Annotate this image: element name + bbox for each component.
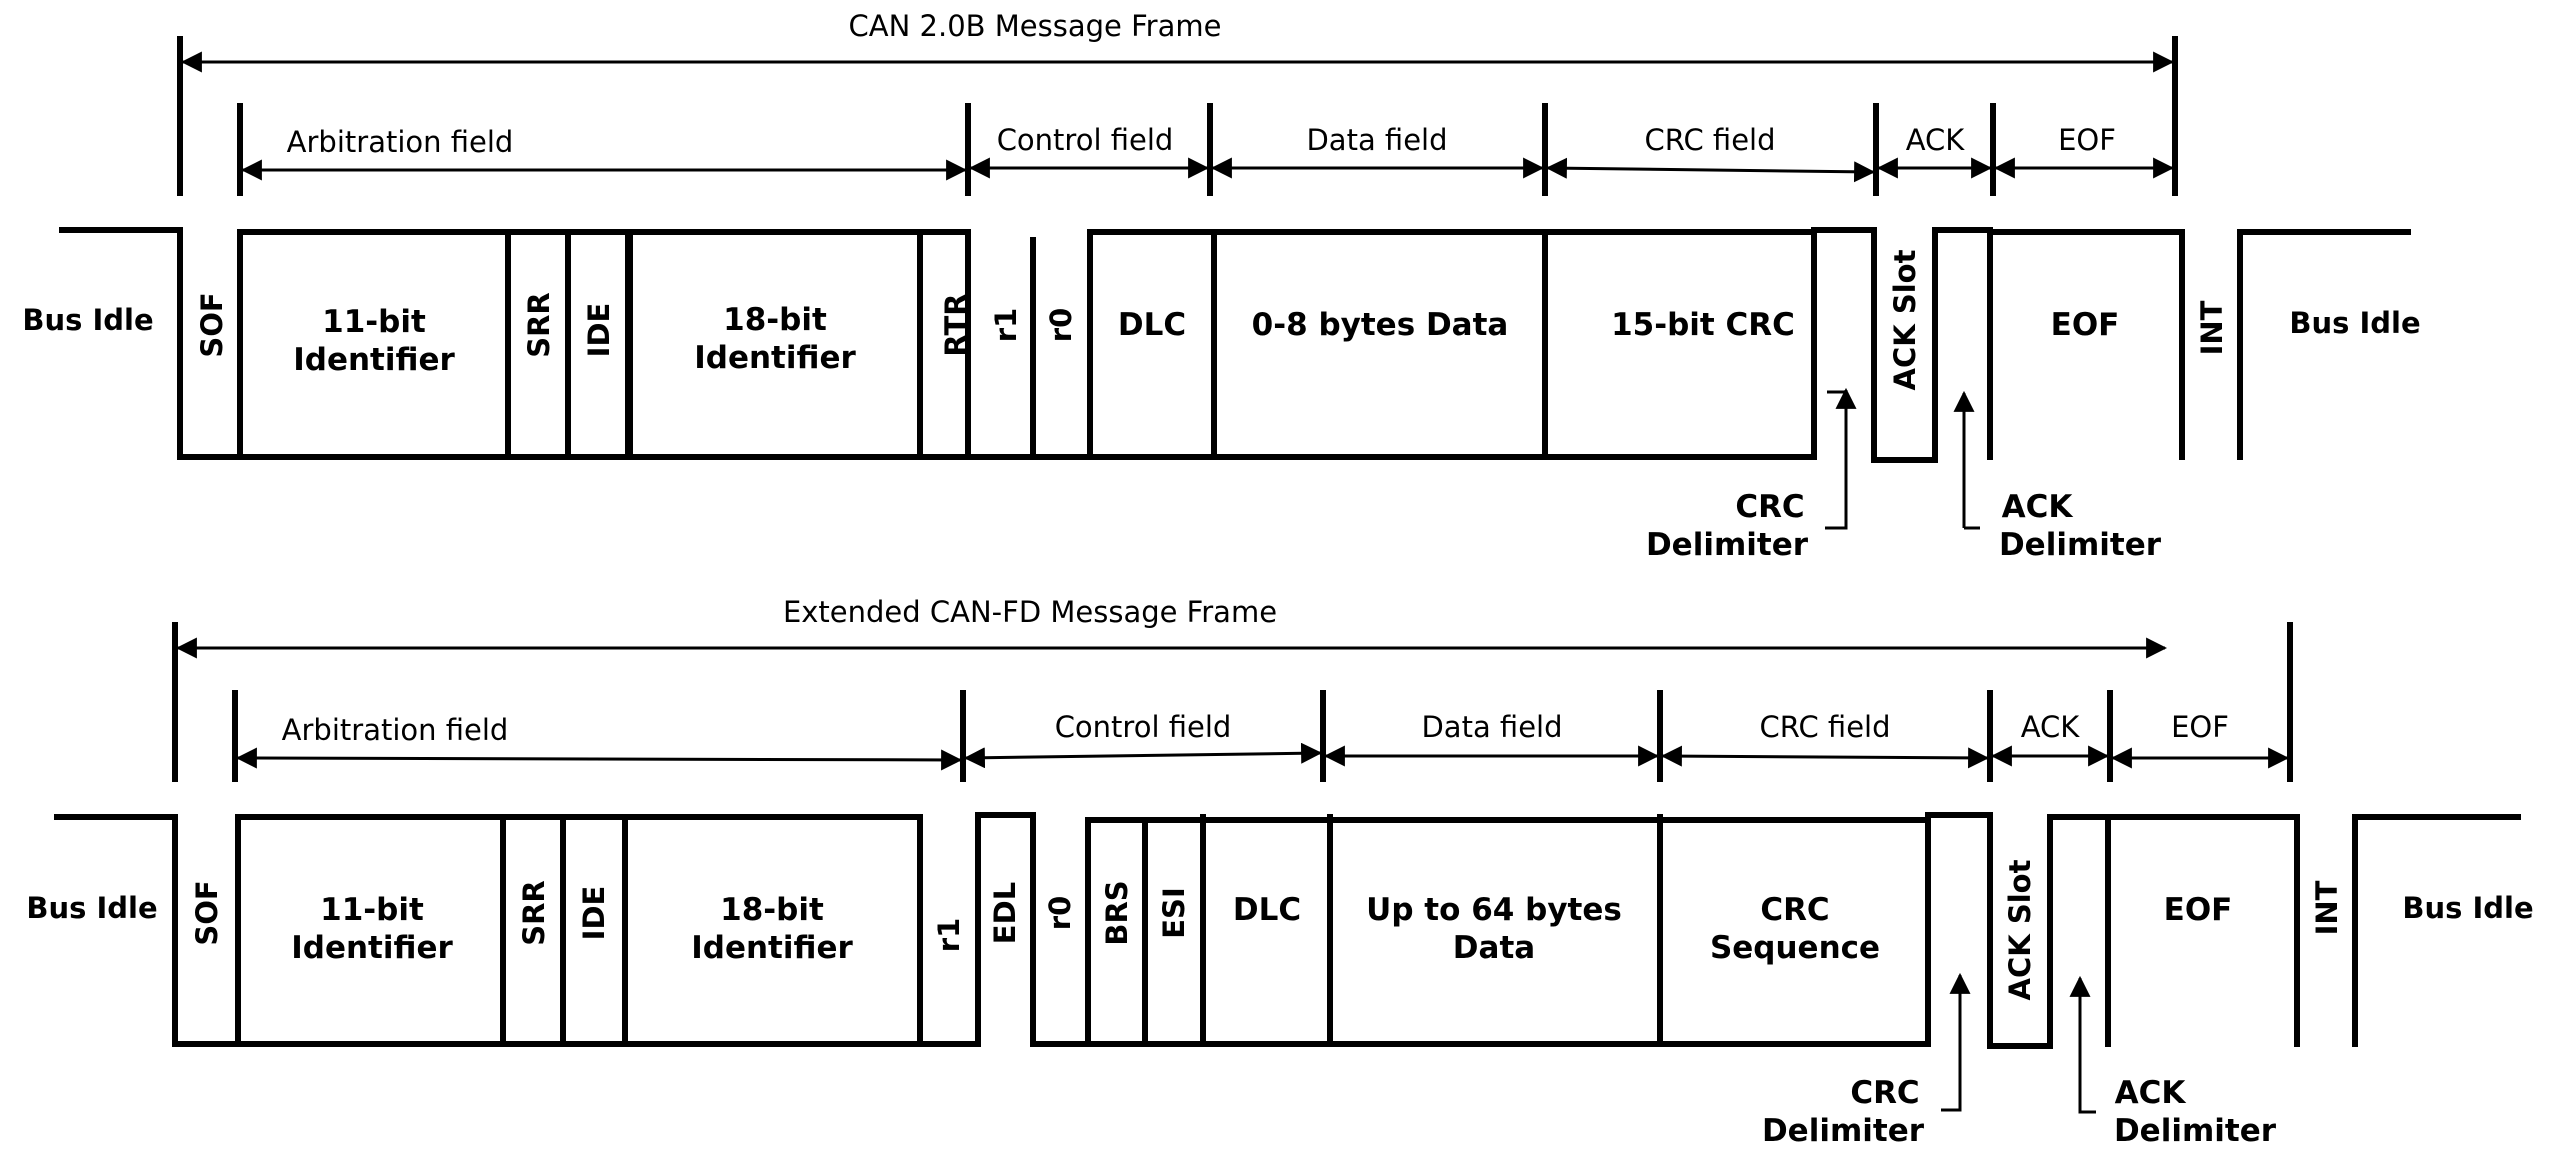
bus-idle-right: Bus Idle <box>2402 891 2533 925</box>
crc-delimiter-arrow <box>1941 972 1971 1112</box>
r1-label: r1 <box>989 308 1023 342</box>
ack-delimiter-line2: Delimiter <box>1999 527 2162 563</box>
bus-waveform <box>59 227 1993 463</box>
field-label-ack: ACK <box>1906 123 1966 157</box>
crc-line2: Sequence <box>1710 930 1880 966</box>
ack-delimiter-line2: Delimiter <box>2114 1113 2277 1149</box>
id18-line2: Identifier <box>691 930 853 966</box>
bit-box-top <box>1085 817 1931 1047</box>
r0-label: r0 <box>1043 896 1077 930</box>
dlc-label: DLC <box>1118 307 1186 343</box>
crc-delimiter-line2: Delimiter <box>1646 527 1809 563</box>
r1-label: r1 <box>932 918 966 952</box>
crc-delimiter-line2: Delimiter <box>1762 1113 1925 1149</box>
field-label-crc: CRC field <box>1760 710 1891 744</box>
crc-delimiter-line1: CRC <box>1850 1075 1919 1111</box>
r0-label: r0 <box>1044 308 1078 342</box>
int-label: INT <box>2195 300 2229 355</box>
bus-idle-right: Bus Idle <box>2289 306 2420 340</box>
id18-line1: 18-bit <box>720 892 824 928</box>
field-label-crc: CRC field <box>1645 123 1776 157</box>
data-line2: Data <box>1453 930 1535 966</box>
bus-waveform <box>54 812 2111 1049</box>
crc-delimiter-line1: CRC <box>1735 489 1804 525</box>
field-label-data: Data field <box>1306 123 1447 157</box>
data-label: 0-8 bytes Data <box>1252 307 1509 343</box>
int-label: INT <box>2310 880 2344 935</box>
bit-box-top <box>1087 229 1817 460</box>
field-arrow-arbitration <box>235 747 963 771</box>
field-label-control: Control field <box>997 123 1174 157</box>
field-label-eof: EOF <box>2058 123 2116 157</box>
bus-idle-left: Bus Idle <box>22 303 153 337</box>
can20b-frame: CAN 2.0B Message Frame Arbitration field… <box>22 9 2420 563</box>
field-arrow-crc <box>1545 157 1876 183</box>
frame-title: CAN 2.0B Message Frame <box>849 9 1222 43</box>
field-label-ack: ACK <box>2021 710 2081 744</box>
crc-line1: CRC <box>1760 892 1829 928</box>
bit-box <box>235 814 923 1047</box>
esi-label: ESI <box>1157 887 1191 939</box>
field-label-control: Control field <box>1055 710 1232 744</box>
ide-label: IDE <box>577 886 611 941</box>
crc-label: 15-bit CRC <box>1611 307 1795 343</box>
sof-label: SOF <box>195 292 229 357</box>
frame-title: Extended CAN-FD Message Frame <box>783 595 1277 629</box>
ack-delimiter-line1: ACK <box>2115 1075 2187 1111</box>
ack-slot-label: ACK Slot <box>2003 859 2037 1000</box>
field-label-arbitration: Arbitration field <box>282 713 509 747</box>
id11-line2: Identifier <box>293 342 455 378</box>
field-arrow-control <box>963 742 1323 769</box>
id18-line2: Identifier <box>694 340 856 376</box>
id11-line1: 11-bit <box>320 892 424 928</box>
eof-label: EOF <box>2164 892 2233 928</box>
dlc-label: DLC <box>1233 892 1301 928</box>
field-arrow-crc <box>1660 745 1990 769</box>
field-label-eof: EOF <box>2171 710 2229 744</box>
srr-label: SRR <box>522 292 556 358</box>
edl-label: EDL <box>988 882 1022 944</box>
rtr-label: RTR <box>939 293 973 356</box>
bus-idle-left: Bus Idle <box>26 891 157 925</box>
ack-slot-label: ACK Slot <box>1888 249 1922 390</box>
canfd-frame: Extended CAN-FD Message Frame Arbitratio… <box>26 595 2533 1149</box>
field-label-data: Data field <box>1421 710 1562 744</box>
id18-line1: 18-bit <box>723 302 827 338</box>
field-label-arbitration: Arbitration field <box>287 125 514 159</box>
srr-label: SRR <box>517 880 551 946</box>
ack-delimiter-arrow <box>2069 975 2096 1114</box>
ack-delimiter-line1: ACK <box>2002 489 2074 525</box>
ide-label: IDE <box>582 303 616 358</box>
id11-line1: 11-bit <box>322 304 426 340</box>
eof-label: EOF <box>2051 307 2120 343</box>
data-line1: Up to 64 bytes <box>1366 892 1622 928</box>
sof-label: SOF <box>190 880 224 945</box>
brs-label: BRS <box>1100 880 1134 945</box>
bit-box-divider <box>625 229 633 460</box>
id11-line2: Identifier <box>291 930 453 966</box>
